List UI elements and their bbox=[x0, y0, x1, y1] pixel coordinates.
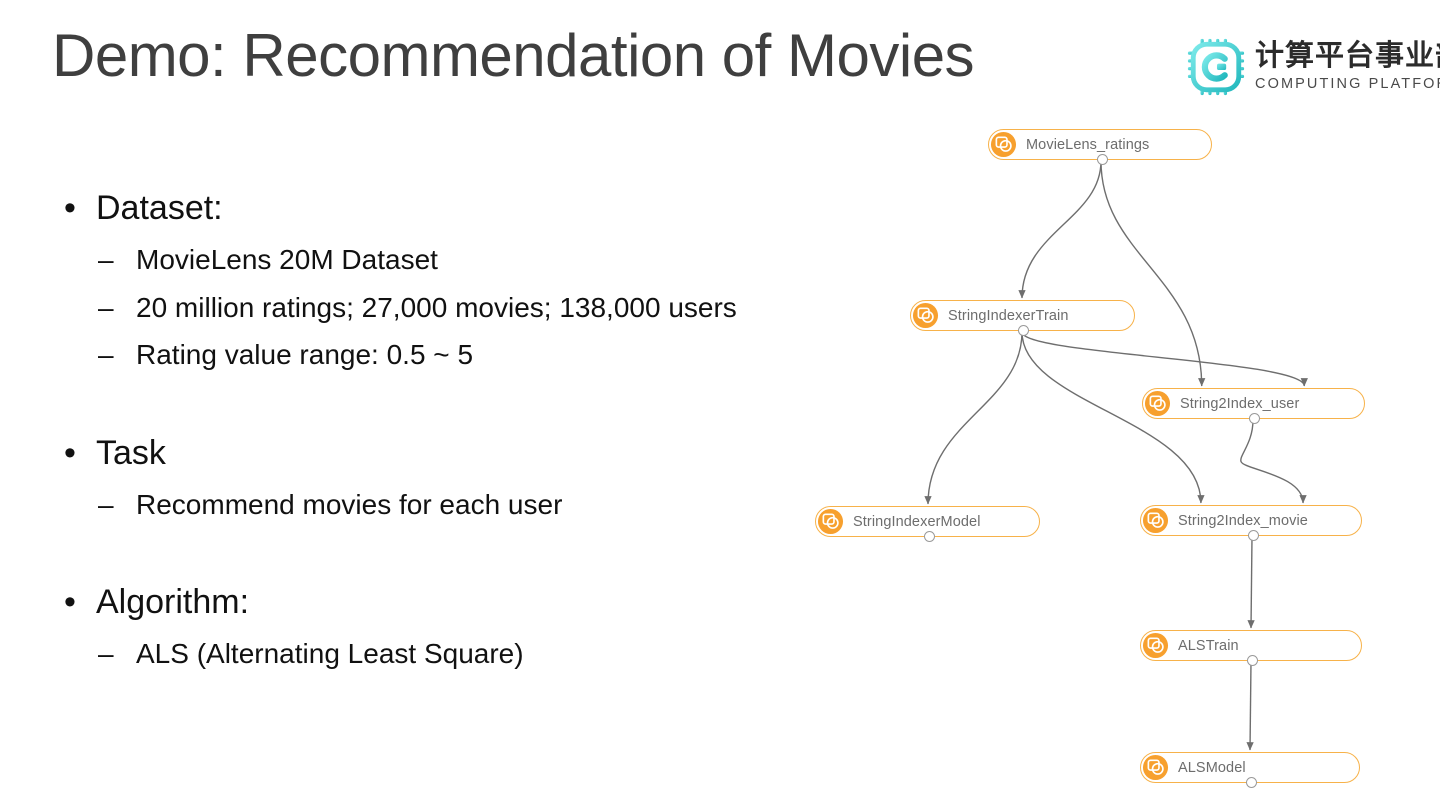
flow-node-alstrain[interactable]: ALSTrain bbox=[1140, 630, 1362, 666]
dash-icon: – bbox=[98, 243, 114, 275]
flow-node-output-port[interactable] bbox=[1096, 154, 1108, 165]
bullet-dot-icon: • bbox=[64, 583, 76, 622]
flow-node-output-port[interactable] bbox=[1246, 655, 1258, 666]
flow-node-movielens_ratings[interactable]: MovieLens_ratings bbox=[988, 129, 1212, 165]
bullet-heading-algorithm: • Algorithm: bbox=[56, 580, 876, 626]
flow-node-label: String2Index_user bbox=[1180, 395, 1300, 412]
flow-node-string2index_movie[interactable]: String2Index_movie bbox=[1140, 505, 1362, 541]
sub-bullet-item: – Rating value range: 0.5 ~ 5 bbox=[56, 336, 876, 375]
spacer bbox=[56, 524, 876, 580]
flow-node-output-port[interactable] bbox=[1245, 777, 1257, 788]
dash-icon: – bbox=[98, 291, 114, 323]
sub-bullet-label: MovieLens 20M Dataset bbox=[136, 243, 438, 275]
flow-edge-stringindexertrain-to-string2index_movie bbox=[1021, 331, 1205, 504]
flow-node-output-port[interactable] bbox=[1017, 325, 1029, 336]
dataset-node-icon bbox=[912, 302, 939, 329]
flow-node-alsmodel[interactable]: ALSModel bbox=[1140, 752, 1360, 788]
flow-node-string2index_user[interactable]: String2Index_user bbox=[1142, 388, 1365, 424]
flow-edge-stringindexertrain-to-string2index_user bbox=[1021, 331, 1308, 387]
bullet-dot-icon: • bbox=[64, 189, 76, 227]
flow-node-stringindexertrain[interactable]: StringIndexerTrain bbox=[910, 300, 1135, 336]
flow-edge-stringindexertrain-to-stringindexermodel bbox=[924, 331, 1023, 505]
flow-node-stringindexermodel[interactable]: StringIndexerModel bbox=[815, 506, 1040, 542]
logo-chinese-text: 计算平台事业部 bbox=[1255, 40, 1440, 73]
flow-edge-movielens_ratings-to-string2index_user bbox=[1100, 160, 1206, 387]
sub-bullet-item: – MovieLens 20M Dataset bbox=[56, 241, 876, 280]
sub-bullet-item: – Recommend movies for each user bbox=[56, 486, 876, 525]
dataset-node-icon bbox=[1142, 507, 1169, 534]
flow-edge-string2index_user-to-string2index_movie bbox=[1240, 419, 1307, 504]
flow-node-output-port[interactable] bbox=[1247, 530, 1259, 541]
flow-node-output-port[interactable] bbox=[923, 531, 935, 542]
sub-bullet-label: Recommend movies for each user bbox=[136, 488, 563, 520]
bullet-heading-task: • Task bbox=[56, 431, 876, 477]
bullet-heading-label: Algorithm: bbox=[96, 583, 250, 622]
bullet-heading-label: Task bbox=[96, 433, 166, 472]
bullet-heading-dataset: • Dataset: bbox=[56, 186, 876, 232]
flow-node-label: StringIndexerModel bbox=[853, 513, 981, 530]
flow-edge-alstrain-to-alsmodel bbox=[1246, 661, 1254, 751]
dash-icon: – bbox=[98, 339, 114, 371]
flow-edge-string2index_movie-to-alstrain bbox=[1247, 536, 1255, 629]
dataset-node-icon bbox=[1142, 754, 1169, 781]
logo-english-text: COMPUTING PLATFORM bbox=[1255, 76, 1440, 93]
dash-icon: – bbox=[98, 638, 114, 670]
flow-edge-movielens_ratings-to-stringindexertrain bbox=[1018, 160, 1102, 299]
bullet-group-algorithm: • Algorithm: – ALS (Alternating Least Sq… bbox=[56, 580, 876, 674]
dash-icon: – bbox=[98, 488, 114, 520]
bullet-content: • Dataset: – MovieLens 20M Dataset – 20 … bbox=[56, 186, 876, 674]
flow-edge-layer bbox=[924, 160, 1308, 751]
dataset-node-icon bbox=[817, 508, 844, 535]
sub-bullet-label: Rating value range: 0.5 ~ 5 bbox=[136, 339, 474, 371]
sub-bullet-label: 20 million ratings; 27,000 movies; 138,0… bbox=[136, 291, 737, 323]
sub-bullet-item: – ALS (Alternating Least Square) bbox=[56, 635, 876, 674]
bullet-group-dataset: • Dataset: – MovieLens 20M Dataset – 20 … bbox=[56, 186, 876, 375]
bullet-heading-label: Dataset: bbox=[96, 189, 223, 227]
flow-node-label: ALSModel bbox=[1178, 759, 1246, 776]
brand-logo: 计算平台事业部 COMPUTING PLATFORM bbox=[1185, 30, 1440, 104]
sub-bullet-item: – 20 million ratings; 27,000 movies; 138… bbox=[56, 289, 876, 328]
flow-node-output-port[interactable] bbox=[1248, 413, 1260, 424]
sub-bullet-label: ALS (Alternating Least Square) bbox=[136, 638, 524, 670]
page-title: Demo: Recommendation of Movies bbox=[52, 22, 975, 89]
bullet-dot-icon: • bbox=[64, 433, 76, 472]
dataset-node-icon bbox=[1144, 390, 1171, 417]
flow-node-label: StringIndexerTrain bbox=[948, 307, 1069, 324]
flow-node-label: ALSTrain bbox=[1178, 637, 1239, 654]
flow-node-label: MovieLens_ratings bbox=[1026, 136, 1150, 153]
computing-platform-chip-logo-icon bbox=[1187, 38, 1245, 96]
dataset-node-icon bbox=[990, 131, 1017, 158]
bullet-group-task: • Task – Recommend movies for each user bbox=[56, 431, 876, 525]
dataset-node-icon bbox=[1142, 632, 1169, 659]
flow-node-label: String2Index_movie bbox=[1178, 512, 1308, 529]
spacer bbox=[56, 375, 876, 431]
